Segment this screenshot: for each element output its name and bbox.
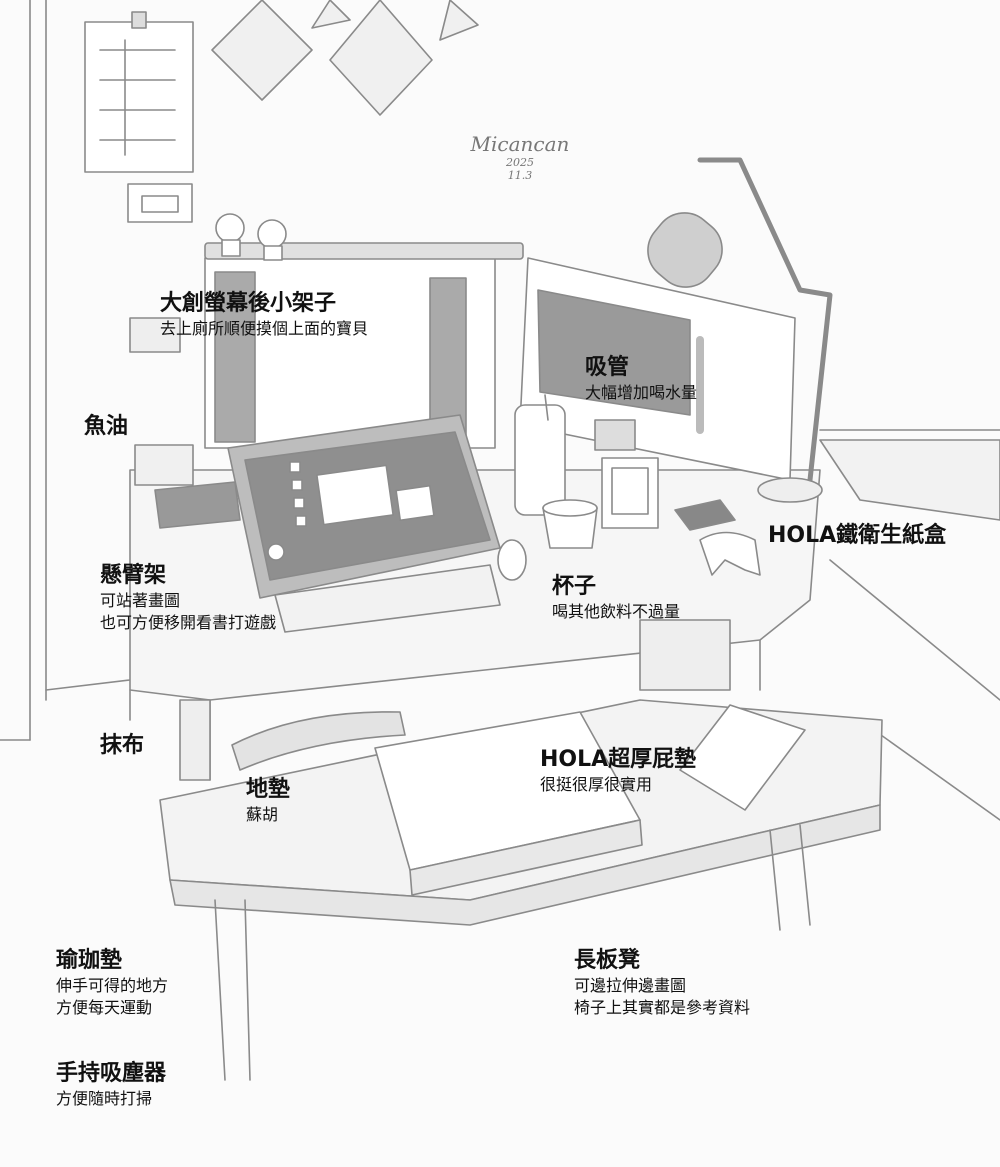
arm-stand [134,444,241,529]
label-line: 方便隨時打掃 [56,1089,153,1108]
left-monitor [129,242,524,449]
door-frame [0,0,131,741]
label-vacuum: 手持吸塵器 方便隨時打掃 [56,1060,166,1110]
label-line: 方便每天運動 [56,998,153,1017]
pen-display [227,414,501,599]
label-line: 喝其他飲料不過量 [552,602,681,621]
label-straw: 吸管 大幅增加喝水量 [585,354,697,404]
label-line: 去上廁所順便摸個上面的寶貝 [160,319,369,338]
label-rag: 抹布 [100,732,144,760]
label-title: HOLA超厚屁墊 [540,747,697,772]
water-bottle [514,394,566,516]
signature-name: Micancan [470,132,570,156]
rag-cloth [231,711,406,771]
label-line: 椅子上其實都是參考資料 [574,998,751,1017]
tissue-box [674,499,736,531]
label-line: 伸手可得的地方 [56,976,169,995]
floor [819,429,1000,821]
label-line: 可站著畫圖 [100,591,181,610]
label-title: 杯子 [552,574,597,599]
label-title: 懸臂架 [100,563,167,588]
signature-year: 2025 [506,156,534,169]
label-tissue-box: HOLA鐵衛生紙盒 [768,522,946,550]
label-yoga-mat: 瑜珈墊 伸手可得的地方 方便每天運動 [56,947,168,1019]
label-line: 大幅增加喝水量 [585,383,698,402]
keyboard [274,564,501,633]
game-controller [699,531,761,576]
microphone-arm [647,157,833,503]
label-title: 地墊 [246,777,291,802]
wall-paper [84,11,194,173]
label-line: 可邊拉伸邊畫圖 [574,976,687,995]
right-monitor [519,257,796,481]
reference-books [679,704,806,811]
label-fish-oil: 魚油 [84,413,128,441]
label-title: 吸管 [585,355,630,380]
label-title: 手持吸塵器 [56,1061,167,1086]
label-title: 大創螢幕後小架子 [160,291,337,316]
hola-cushion [374,711,643,896]
label-monitor-shelf: 大創螢幕後小架子 去上廁所順便摸個上面的寶貝 [160,290,368,340]
label-title: 魚油 [84,414,129,439]
label-line: 蘇胡 [246,805,279,824]
photo-frame [601,457,659,529]
label-line: 很挺很厚很實用 [540,775,653,794]
signature-date: 11.3 [507,169,533,182]
label-floor-mat: 地墊 蘇胡 [246,776,290,826]
light-switch [127,183,193,223]
label-title: 長板凳 [574,948,641,973]
label-cup: 杯子 喝其他飲料不過量 [552,573,680,623]
label-cushion: HOLA超厚屁墊 很挺很厚很實用 [540,746,696,796]
label-title: 抹布 [100,733,145,758]
cup [542,499,598,549]
mouse [497,539,527,581]
diamond-frames [211,0,479,116]
figurines [215,213,287,261]
artist-signature: Micancan 2025 11.3 [455,132,585,182]
label-line: 也可方便移開看書打遊戲 [100,613,277,632]
label-arm-stand: 懸臂架 可站著畫圖 也可方便移開看書打遊戲 [100,562,276,634]
label-bench: 長板凳 可邊拉伸邊畫圖 椅子上其實都是參考資料 [574,947,750,1019]
label-title: HOLA鐵衛生紙盒 [768,523,947,548]
label-title: 瑜珈墊 [56,948,123,973]
